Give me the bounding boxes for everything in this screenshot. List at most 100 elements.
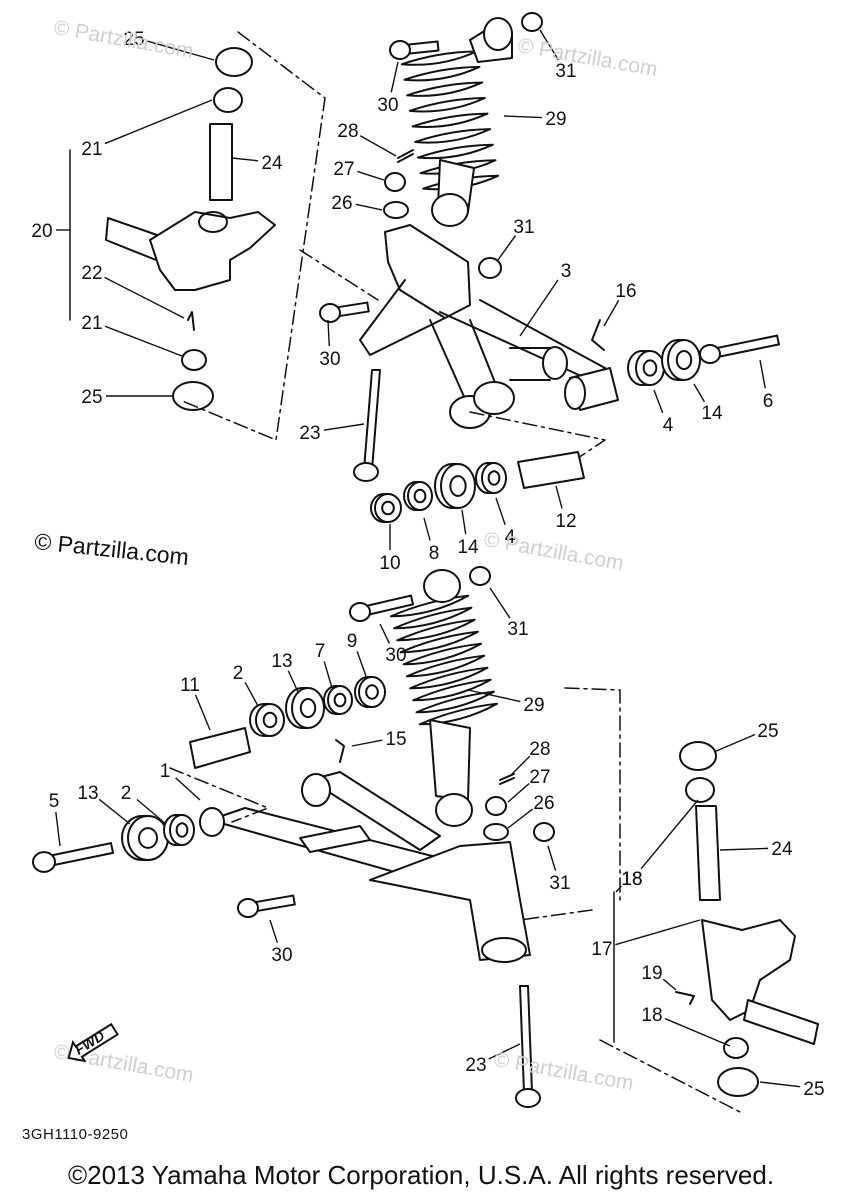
leader-line-30 bbox=[379, 623, 391, 644]
callout-27: 27 bbox=[529, 767, 550, 788]
lower-nut-27 bbox=[485, 796, 507, 816]
callout-12: 12 bbox=[555, 511, 576, 532]
leader-line-2 bbox=[244, 682, 259, 707]
callout-24: 24 bbox=[771, 839, 793, 860]
lower-spindle-stub bbox=[743, 999, 819, 1045]
leader-line-26 bbox=[355, 203, 383, 211]
leader-line-26 bbox=[507, 808, 534, 829]
hardware-collar-14 bbox=[434, 463, 476, 509]
callout-21: 21 bbox=[81, 313, 102, 334]
lower-kingpin-24 bbox=[695, 805, 721, 901]
leader-line-7 bbox=[323, 661, 333, 689]
leader-line-28 bbox=[359, 135, 397, 157]
upper-bushing-21-lower bbox=[181, 349, 207, 371]
upper-dust-seal-25-lower bbox=[172, 381, 214, 411]
leader-line-1 bbox=[175, 777, 201, 801]
leader-line-31 bbox=[539, 29, 559, 61]
lower-bushing-2-front bbox=[163, 814, 195, 846]
upper-shock-bottom-eye bbox=[431, 193, 469, 227]
upper-arm-bracket bbox=[384, 224, 471, 319]
upper-arm-front-eye-2 bbox=[473, 381, 515, 415]
callout-2: 2 bbox=[121, 783, 132, 804]
leader-line-5 bbox=[55, 811, 61, 847]
callout-10: 10 bbox=[379, 553, 400, 574]
upper-arm-pivot-sleeve-end bbox=[564, 376, 586, 410]
upper-frame-line-left bbox=[179, 31, 326, 441]
leader-line-21 bbox=[104, 325, 183, 357]
upper-cotter-pin-28 bbox=[397, 149, 414, 163]
callout-14: 14 bbox=[457, 537, 479, 558]
forward-arrow-icon: FWD bbox=[60, 1017, 123, 1070]
hardware-bushing-4 bbox=[475, 462, 507, 494]
copyright-footer: ©2013 Yamaha Motor Corporation, U.S.A. A… bbox=[67, 1160, 775, 1190]
callout-15: 15 bbox=[385, 729, 406, 750]
leader-line-30 bbox=[390, 61, 399, 93]
callout-18: 18 bbox=[641, 1005, 662, 1026]
callout-4: 4 bbox=[505, 527, 516, 548]
callout-4: 4 bbox=[663, 415, 674, 436]
callout-31: 31 bbox=[549, 873, 570, 894]
callout-30: 30 bbox=[385, 645, 406, 666]
callout-17: 17 bbox=[591, 939, 612, 960]
callout-26: 26 bbox=[533, 793, 554, 814]
callout-21: 21 bbox=[81, 139, 102, 160]
leader-line-22 bbox=[104, 276, 185, 319]
leader-line-6 bbox=[759, 359, 766, 389]
leader-line-23 bbox=[488, 1043, 521, 1060]
lower-bracket-bolt-30 bbox=[237, 894, 296, 918]
callout-1: 1 bbox=[160, 761, 171, 782]
leader-line-12 bbox=[555, 485, 563, 509]
callout-26: 26 bbox=[331, 193, 352, 214]
callout-29: 29 bbox=[545, 109, 566, 130]
upper-knuckle-bore bbox=[198, 211, 228, 233]
lower-bushing-18 bbox=[685, 777, 715, 803]
callout-16: 16 bbox=[615, 281, 636, 302]
leader-line-25 bbox=[759, 1081, 801, 1088]
leader-line-11 bbox=[194, 694, 211, 731]
leader-line-18 bbox=[615, 885, 622, 893]
lower-pivot-bolt-5 bbox=[32, 842, 114, 873]
leader-line-15 bbox=[351, 739, 383, 747]
callout-7: 7 bbox=[315, 641, 326, 662]
upper-shock-top-bushing bbox=[483, 17, 513, 51]
lower-shock-top-eye bbox=[423, 569, 461, 603]
leader-line-16 bbox=[603, 299, 620, 327]
callout-28: 28 bbox=[529, 739, 550, 760]
leader-line-18 bbox=[640, 799, 699, 870]
callout-23: 23 bbox=[299, 423, 320, 444]
leader-line-27 bbox=[357, 170, 385, 181]
leader-line-18 bbox=[664, 1017, 731, 1047]
leader-line-24 bbox=[719, 847, 769, 851]
leader-line-4 bbox=[653, 389, 664, 414]
upper-shock-nut bbox=[521, 12, 543, 32]
lower-bushing-18-lower bbox=[723, 1037, 749, 1059]
callout-30: 30 bbox=[377, 95, 398, 116]
upper-dust-seal-25 bbox=[215, 47, 253, 77]
upper-shock-bolt bbox=[389, 40, 440, 60]
lower-arm-rear-eye bbox=[301, 773, 331, 807]
lower-washer-26 bbox=[483, 823, 509, 841]
lower-grease-nipple-15 bbox=[335, 739, 345, 763]
callout-11: 11 bbox=[180, 675, 200, 696]
lower-shock-spring bbox=[389, 594, 499, 726]
lower-washer-7 bbox=[323, 685, 353, 715]
lower-shock-bottom-eye bbox=[435, 793, 473, 827]
lower-grease-nipple-19 bbox=[675, 991, 695, 1005]
leader-line-31 bbox=[497, 235, 517, 261]
upper-arm-bracket-lower bbox=[359, 279, 446, 356]
leader-line-2 bbox=[136, 798, 167, 825]
callout-13: 13 bbox=[271, 651, 292, 672]
upper-nut-27 bbox=[384, 172, 406, 192]
upper-kingpin-bolt-23 bbox=[363, 369, 381, 471]
callout-30: 30 bbox=[271, 945, 292, 966]
upper-grease-nipple-22 bbox=[187, 311, 195, 331]
lower-arm-pivot bbox=[199, 807, 225, 837]
callout-31: 31 bbox=[555, 61, 576, 82]
upper-bracket-nut-31 bbox=[478, 257, 502, 279]
lower-dust-seal-25-lower bbox=[717, 1067, 759, 1097]
leader-line-31 bbox=[547, 845, 557, 871]
callout-9: 9 bbox=[347, 631, 358, 652]
lower-dust-seal-25 bbox=[679, 741, 717, 771]
callout-20: 20 bbox=[31, 221, 52, 242]
upper-kingpin-24 bbox=[209, 123, 233, 201]
